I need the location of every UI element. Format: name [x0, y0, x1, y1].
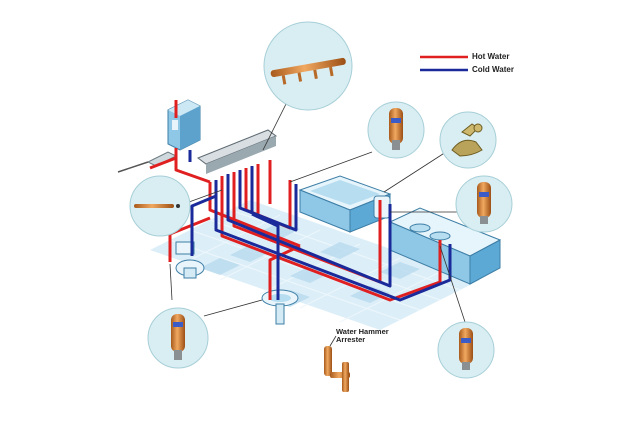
callout-faucet — [439, 111, 497, 169]
lavatory-sink — [261, 289, 299, 325]
hot-water-pipes — [149, 100, 442, 302]
callout-arrester-sink — [437, 321, 495, 379]
legend-cold-label: Cold Water — [472, 65, 514, 74]
water-hammer-arrester — [324, 335, 350, 392]
arrester-label-line2: Arrester — [336, 335, 366, 344]
toilet — [175, 241, 205, 279]
water-heater — [167, 99, 201, 151]
callout-pipe-left — [129, 175, 191, 237]
callout-manifold — [263, 21, 353, 111]
arrester-label: Water Hammer Arrester — [336, 328, 389, 344]
bathtub — [298, 175, 392, 233]
arrester-label-line1: Water Hammer — [336, 327, 389, 336]
callout-arrester-kitchen — [455, 175, 513, 233]
callout-arrester-toilet — [147, 307, 209, 369]
callout-arrester-bathtub — [367, 101, 425, 159]
cold-water-pipes — [188, 150, 452, 302]
legend-hot-label: Hot Water — [472, 52, 510, 61]
manifold — [196, 129, 278, 174]
